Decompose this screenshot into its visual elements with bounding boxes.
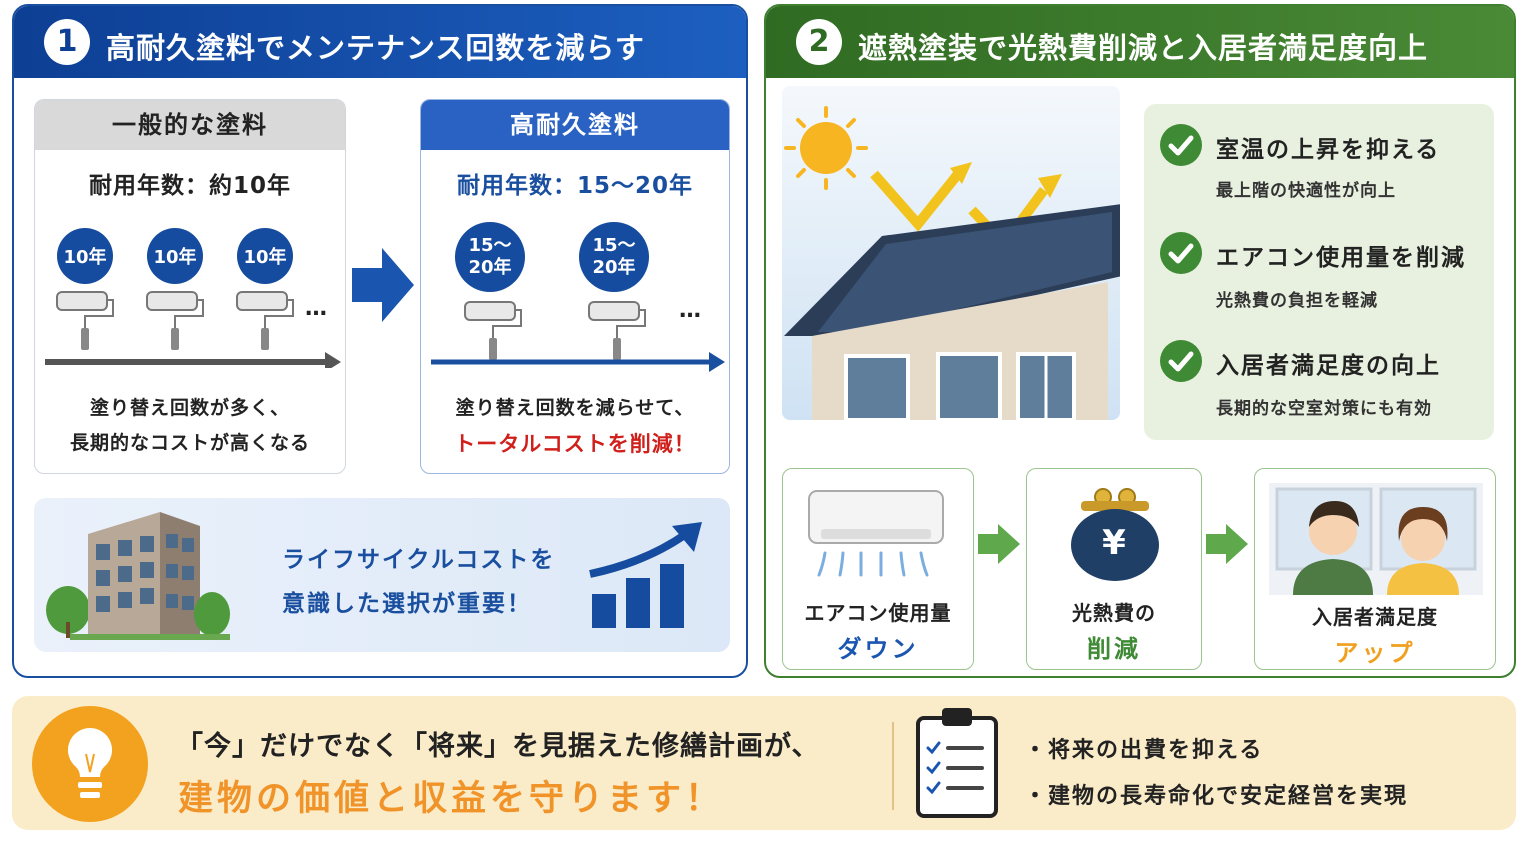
- ellipsis: …: [679, 298, 701, 323]
- section2-title: 遮熱塗装で光熱費削減と入居者満足度向上: [858, 31, 1429, 65]
- check-circle-icon: [1160, 340, 1202, 382]
- flow-label: 光熱費の: [1072, 601, 1156, 625]
- durable-desc-line2: トータルコストを削減！: [454, 432, 696, 456]
- section2-number: 2: [796, 19, 842, 65]
- year-badge: 15〜 20年: [455, 222, 525, 292]
- flow-card-satisfaction: 入居者満足度 アップ: [1254, 468, 1496, 670]
- divider: [892, 722, 894, 810]
- year-badge: 15〜 20年: [579, 222, 649, 292]
- general-desc-line1: 塗り替え回数が多く、: [89, 397, 290, 419]
- general-lifespan: 耐用年数：約10年: [88, 173, 291, 199]
- apartment-building-icon: [46, 512, 230, 640]
- badge-top: 15〜: [592, 235, 636, 256]
- general-paint-header: 一般的な塗料: [35, 100, 345, 150]
- lifecycle-box: ライフサイクルコストを 意識した選択が重要！: [34, 498, 730, 652]
- air-conditioner-icon: [808, 490, 944, 577]
- paint-roller-icon: [236, 291, 294, 350]
- durable-desc-line1: 塗り替え回数を減らせて、: [455, 397, 695, 419]
- footer-banner: 「今」だけでなく「将来」を見据えた修繕計画が、 建物の価値と収益を守ります！ ・…: [12, 696, 1516, 830]
- benefits-box: 室温の上昇を抑える 最上階の快適性が向上 エアコン使用量を削減 光熱費の負担を軽…: [1144, 104, 1494, 440]
- lifecycle-line2: 意識した選択が重要！: [282, 591, 532, 617]
- growth-chart-icon: [589, 522, 702, 628]
- flow-label: 入居者満足度: [1312, 605, 1438, 629]
- benefit-title: エアコン使用量を削減: [1216, 245, 1466, 271]
- panel2-header: [766, 6, 1514, 78]
- ellipsis: …: [305, 296, 327, 321]
- year-badge: 10年: [147, 228, 203, 284]
- lifecycle-line1: ライフサイクルコストを: [282, 547, 556, 573]
- durable-paint-card: 高耐久塗料 耐用年数：15〜20年 15〜 20年 15〜 20年 … 塗り: [420, 99, 730, 474]
- flow-card-utility: ¥ 光熱費の 削減: [1026, 468, 1202, 670]
- flow-card-aircon: エアコン使用量 ダウン: [782, 468, 974, 670]
- house-heat-reflect-illustration: [782, 86, 1120, 420]
- flow-label: エアコン使用量: [804, 601, 952, 625]
- panel-heat-shield: 2 遮熱塗装で光熱費削減と入居者満足度向上: [764, 4, 1516, 678]
- benefit-title: 入居者満足度の向上: [1216, 353, 1441, 379]
- paint-roller-icon: [146, 291, 204, 350]
- paint-roller-icon: [464, 301, 522, 360]
- check-circle-icon: [1160, 232, 1202, 274]
- general-desc-line2: 長期的なコストが高くなる: [69, 432, 310, 454]
- paint-roller-icon: [588, 301, 646, 360]
- panel-high-durability: 1 高耐久塗料でメンテナンス回数を減らす 一般的な塗料 耐用年数：約10年 10…: [12, 4, 748, 678]
- flow-accent: 削減: [1087, 635, 1141, 663]
- badge-top: 15〜: [468, 235, 512, 256]
- footer-bullet: ・将来の出費を抑える: [1024, 738, 1264, 763]
- benefit-title: 室温の上昇を抑える: [1216, 137, 1441, 163]
- paint-roller-timeline: [431, 301, 725, 372]
- footer-line2: 建物の価値と収益を守ります！: [178, 779, 725, 819]
- footer-line1: 「今」だけでなく「将来」を見据えた修繕計画が、: [176, 731, 820, 762]
- lightbulb-icon: [32, 706, 148, 822]
- wallet-yen-icon: [1071, 488, 1159, 581]
- year-badge: 10年: [237, 228, 293, 284]
- panel1-header: [14, 6, 746, 78]
- badge-bottom: 20年: [468, 257, 512, 278]
- sun-icon: [784, 106, 868, 190]
- year-badge: 10年: [57, 228, 113, 284]
- durable-lifespan: 耐用年数：15〜20年: [456, 173, 693, 199]
- flow-accent: ダウン: [837, 635, 919, 663]
- general-paint-card: 一般的な塗料 耐用年数：約10年 10年 10年 10年 …: [34, 99, 346, 474]
- clipboard-checklist-icon: [916, 708, 998, 818]
- arrow-right-icon: [978, 524, 1020, 564]
- section1-number: 1: [44, 19, 90, 65]
- arrow-right-icon: [1206, 524, 1248, 564]
- badge-bottom: 20年: [592, 257, 636, 278]
- benefit-sub: 長期的な空室対策にも有効: [1216, 399, 1432, 419]
- flow-accent: アップ: [1334, 639, 1416, 667]
- benefit-sub: 最上階の快適性が向上: [1216, 181, 1396, 201]
- paint-roller-timeline: [45, 291, 341, 368]
- benefit-sub: 光熱費の負担を軽減: [1216, 291, 1378, 311]
- paint-roller-icon: [56, 291, 114, 350]
- arrow-right-icon: [352, 248, 414, 322]
- durable-paint-header: 高耐久塗料: [421, 100, 729, 150]
- section1-title: 高耐久塗料でメンテナンス回数を減らす: [106, 31, 645, 65]
- happy-residents-icon: [1269, 483, 1483, 595]
- footer-bullet: ・建物の長寿命化で安定経営を実現: [1024, 784, 1409, 809]
- check-circle-icon: [1160, 124, 1202, 166]
- yen-symbol: ¥: [1102, 523, 1126, 563]
